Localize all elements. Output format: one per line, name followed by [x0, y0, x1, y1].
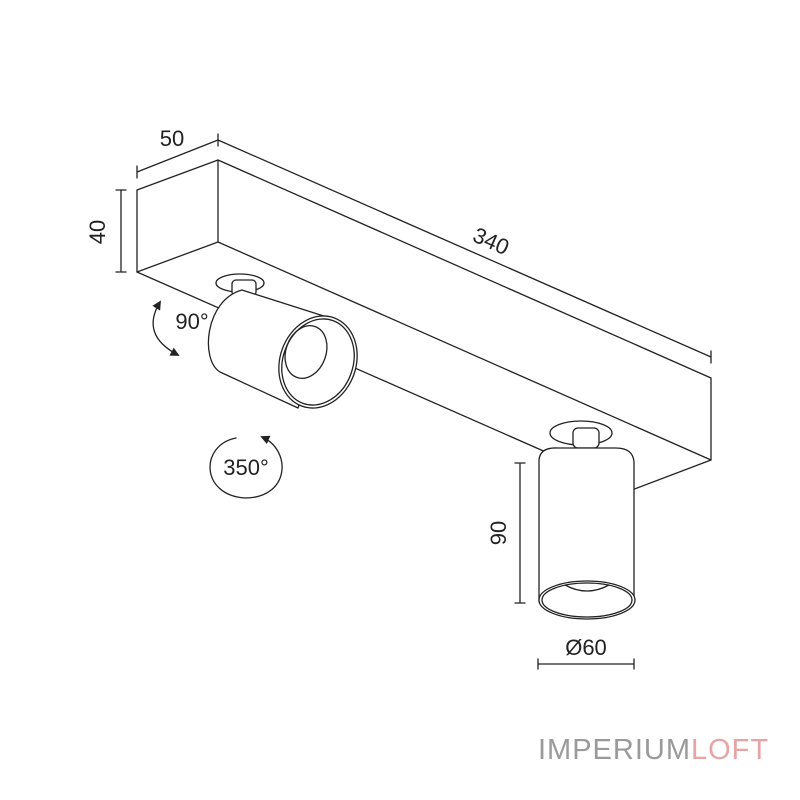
dimension-width-label: 50	[160, 126, 184, 151]
dimension-height-label: 40	[85, 220, 110, 244]
dimension-height: 40	[85, 189, 127, 273]
logo-part1: IMPERIUM	[538, 734, 691, 766]
swivel-indicator: 350°	[209, 435, 283, 499]
tilt-indicator: 90°	[152, 300, 209, 356]
dimension-length-label: 340	[469, 222, 513, 260]
dimension-width: 50	[136, 126, 219, 179]
tilt-arrow-icon	[152, 300, 180, 356]
swivel-arrow-icon	[209, 435, 283, 499]
vertical-spotlight: 90 Ø60	[486, 420, 636, 670]
dimension-diameter-label: Ø60	[565, 635, 607, 660]
imperiumloft-logo: IMPERIUMLOFT	[538, 734, 769, 767]
tilt-label: 90°	[175, 309, 208, 334]
swivel-label: 350°	[223, 455, 269, 480]
dimension-spot-height-label: 90	[486, 521, 511, 545]
logo-part2: LOFT	[691, 734, 770, 766]
tilted-spotlight	[207, 273, 358, 409]
